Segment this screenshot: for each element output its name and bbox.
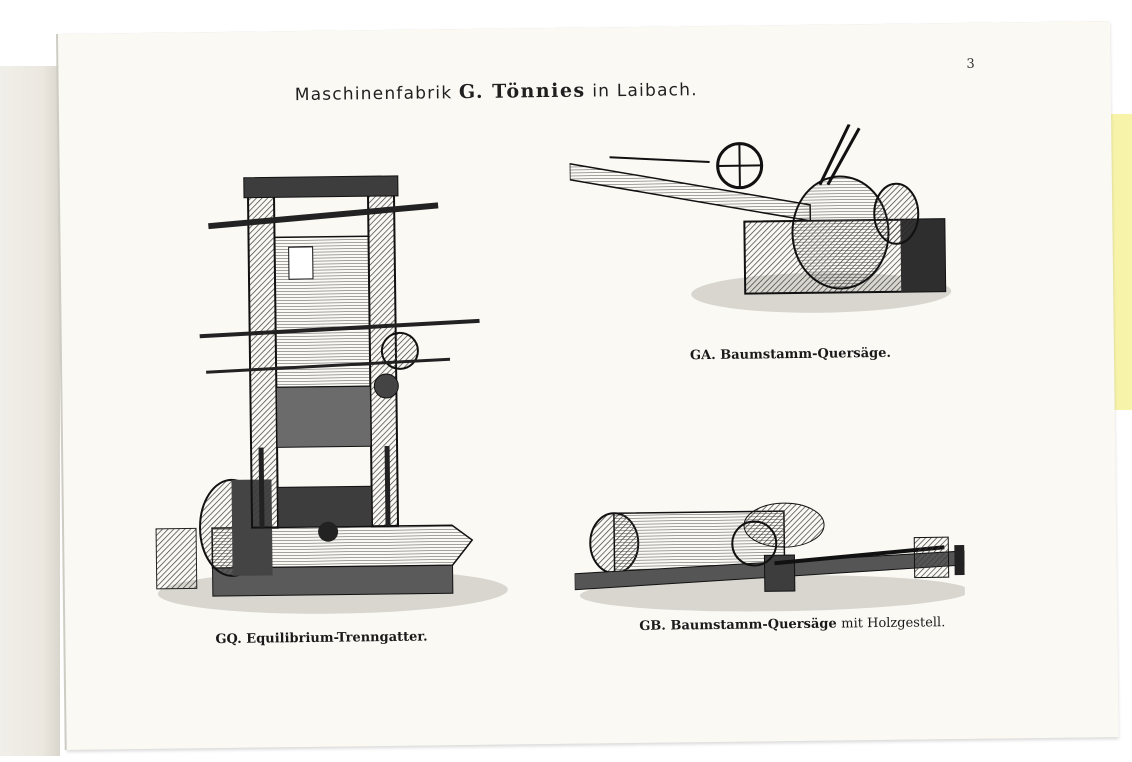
figure-ga-name: Baumstamm-Quersäge. bbox=[720, 345, 892, 363]
figure-gb-caption: GB. Baumstamm-Quersäge mit Holzgestell. bbox=[639, 615, 945, 634]
left-page-edge bbox=[0, 66, 60, 756]
figure-gb-extra: mit Holzgestell. bbox=[841, 615, 946, 632]
figure-gq-name: Equilibrium-Trenngatter. bbox=[246, 629, 428, 647]
figure-gb-illustration bbox=[574, 481, 966, 616]
figure-ga-illustration bbox=[569, 123, 961, 318]
header-firm: G. Tönnies bbox=[458, 79, 586, 104]
crosscut-saw-engraving bbox=[569, 123, 952, 313]
page-header: Maschinenfabrik G. Tönnies in Laibach. bbox=[294, 78, 698, 106]
header-prefix: Maschinenfabrik bbox=[294, 83, 453, 106]
header-suffix: in Laibach. bbox=[592, 80, 698, 102]
figure-gq-illustration bbox=[147, 145, 513, 619]
figure-gb-code: GB. bbox=[639, 618, 666, 634]
figure-ga-caption: GA. Baumstamm-Quersäge. bbox=[690, 346, 891, 363]
figure-ga-code: GA. bbox=[689, 347, 716, 364]
frame-saw-engraving bbox=[155, 175, 508, 614]
page-number: 3 bbox=[966, 56, 975, 72]
catalog-page: 3 Maschinenfabrik G. Tönnies in Laibach. bbox=[58, 21, 1119, 750]
figure-gb-name: Baumstamm-Quersäge bbox=[670, 616, 837, 634]
crosscut-saw-frame-engraving bbox=[574, 502, 966, 612]
figure-gq-caption: GQ. Equilibrium-Trenngatter. bbox=[215, 630, 427, 648]
figure-gq-code: GQ. bbox=[215, 631, 242, 648]
